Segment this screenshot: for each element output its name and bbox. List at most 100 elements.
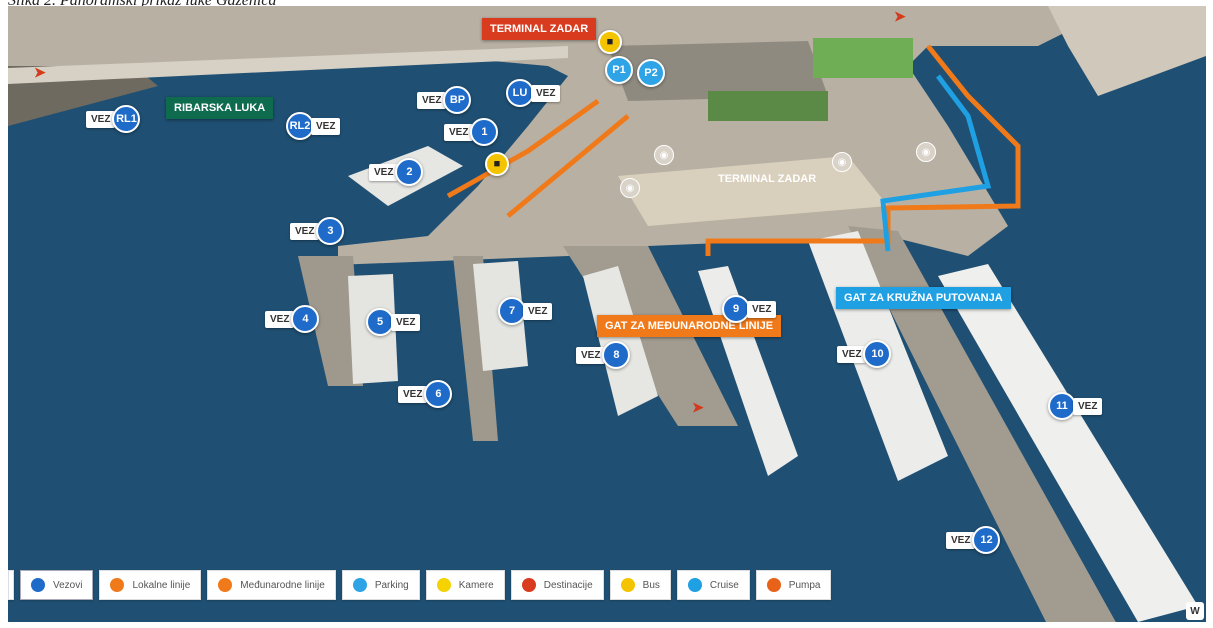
ribarska-luka-label[interactable]: RIBARSKA LUKA — [166, 97, 274, 119]
berth-number: 2 — [395, 158, 424, 186]
parking-number: P1 — [605, 56, 633, 84]
camera-icon[interactable]: ◉ — [654, 145, 674, 165]
camera-icon[interactable]: ◉ — [620, 178, 640, 198]
pier-left — [298, 256, 363, 386]
vez-label: VEZ — [523, 302, 553, 320]
camera-icon[interactable]: ◉ — [916, 142, 936, 162]
camera-icon[interactable]: ◉ — [832, 152, 852, 172]
berth-number: 4 — [291, 305, 320, 333]
route-local-1 — [446, 98, 600, 199]
mainland — [8, 6, 1206, 296]
vez-label: VEZ — [265, 310, 295, 328]
berth-number: 1 — [470, 118, 499, 146]
legend-item-parking[interactable]: Parking — [341, 570, 420, 600]
parking-number: P2 — [637, 59, 665, 87]
legend-item-vezovi[interactable]: Vezovi — [20, 570, 94, 600]
berth-number: RL1 — [112, 105, 141, 133]
legend-item-bus[interactable]: Bus — [609, 570, 671, 600]
vez-label: VEZ — [1073, 397, 1103, 415]
vez-label: VEZ — [290, 222, 320, 240]
legend-dot — [687, 578, 702, 592]
vez-label: VEZ — [311, 117, 341, 135]
legend-label: Međunarodne linije — [240, 579, 325, 591]
berth-number: 8 — [602, 341, 631, 369]
right-coast — [1048, 6, 1206, 96]
legend-dot — [110, 578, 125, 592]
terminal-building-label: TERMINAL ZADAR — [718, 173, 817, 185]
route-cruise — [880, 74, 992, 252]
vez-label: VEZ — [747, 300, 777, 318]
legend-label: Lokalne linije — [132, 579, 191, 591]
route-international — [705, 44, 1021, 256]
berth-number: 11 — [1048, 392, 1076, 420]
berth-number: BP — [443, 86, 472, 114]
terminal-building — [618, 156, 888, 226]
legend-item-pumpa[interactable]: Pumpa — [755, 570, 832, 600]
signpost-icon[interactable]: ➤ — [894, 8, 906, 24]
legend-label: Vezovi — [53, 579, 83, 591]
gat-kruzna-label[interactable]: GAT ZA KRUŽNA PUTOVANJA — [836, 287, 1011, 309]
map-legend: Vezovi Lokalne linije Međunarodne linije… — [8, 570, 832, 600]
terminal-top-label[interactable]: TERMINAL ZADAR — [482, 18, 597, 40]
berth-number: 10 — [863, 340, 892, 368]
legend-item-cruise[interactable]: Cruise — [676, 570, 750, 600]
vez-label: VEZ — [417, 91, 447, 109]
bus-icon[interactable]: ■ — [598, 30, 622, 54]
parking-p2-pin[interactable]: P2 — [637, 59, 665, 87]
legend-label: Parking — [374, 579, 409, 591]
vez-label: VEZ — [576, 346, 606, 364]
signpost-icon[interactable]: ➤ — [692, 399, 704, 415]
parking-area — [608, 41, 828, 101]
ship-11 — [938, 264, 1198, 622]
vez-label: VEZ — [444, 123, 474, 141]
trees-area — [708, 91, 828, 121]
legend-label: Pumpa — [788, 579, 821, 591]
legend-spacer — [8, 570, 14, 600]
route-local-2 — [506, 114, 630, 218]
legend-dot — [766, 578, 781, 592]
legend-item-medunarodne-linije[interactable]: Međunarodne linije — [207, 570, 336, 600]
legend-item-lokalne-linije[interactable]: Lokalne linije — [99, 570, 202, 600]
legend-item-kamere[interactable]: Kamere — [425, 570, 505, 600]
figure-caption: Slika 2. Panoramski prikaz luke Gaženica — [8, 0, 277, 9]
berth-number: 3 — [316, 217, 345, 245]
bus-icon[interactable]: ■ — [485, 152, 509, 176]
legend-dot — [620, 578, 635, 592]
pier-cruise — [848, 226, 1116, 622]
legend-label: Destinacije — [543, 579, 593, 591]
parking-p1-pin[interactable]: P1 — [605, 56, 633, 84]
legend-item-destinacije[interactable]: Destinacije — [510, 570, 604, 600]
legend-dot — [436, 578, 451, 592]
berth-number: 5 — [366, 308, 394, 336]
legend-dot — [218, 578, 233, 592]
vez-label: VEZ — [531, 84, 561, 102]
berth-number: LU — [506, 79, 534, 107]
berth-number: 12 — [972, 526, 1001, 554]
legend-dot — [352, 578, 367, 592]
berth-number: 6 — [424, 380, 453, 408]
signpost-icon[interactable]: ➤ — [34, 64, 46, 80]
legend-label: Kamere — [458, 579, 494, 591]
berth-number: 7 — [498, 297, 526, 325]
port-map[interactable]: TERMINAL ZADAR RIBARSKA LUKA TERMINAL ZA… — [8, 6, 1206, 622]
coastal-road — [8, 46, 568, 84]
berth-number: RL2 — [286, 112, 314, 140]
brand-logo-icon[interactable]: W — [1186, 602, 1204, 620]
legend-label: Bus — [642, 579, 660, 591]
